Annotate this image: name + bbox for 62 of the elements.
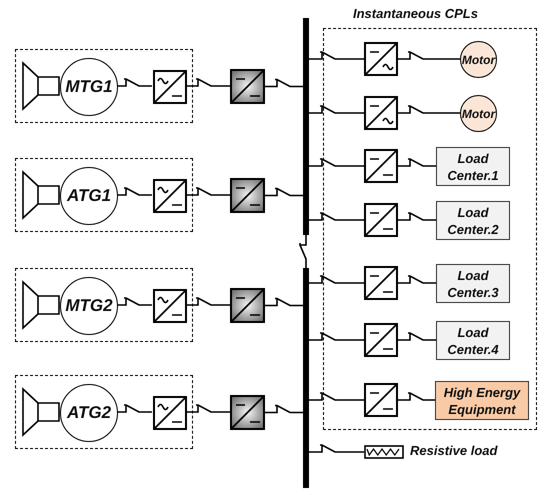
generator-circle: ATG1 (60, 167, 118, 225)
converter-box (364, 383, 398, 417)
connector-line (264, 298, 304, 306)
generator-group (15, 268, 193, 342)
load-box: Load Center.3 (436, 264, 510, 303)
bus-bar (303, 18, 309, 235)
converter-box (364, 203, 398, 237)
connector-line (185, 78, 231, 87)
connector-line (397, 212, 437, 221)
connector-line (308, 51, 365, 60)
load-box: Load Center.4 (436, 321, 510, 360)
connector-line (397, 105, 461, 114)
converter-box (364, 266, 398, 300)
converter-box (230, 395, 265, 430)
connector-line (116, 78, 153, 87)
connector-line (308, 105, 365, 114)
converter-box (153, 70, 187, 104)
converter-box (230, 288, 265, 323)
connector-line (308, 444, 365, 453)
connector-line (397, 275, 437, 284)
connector-line (397, 392, 436, 401)
connector-line (308, 158, 365, 167)
connector-line (308, 392, 365, 401)
connector-line (299, 234, 307, 269)
converter-box (364, 149, 398, 183)
connector-line (308, 275, 365, 284)
connector-line (397, 51, 461, 60)
connector-line (264, 78, 304, 88)
connector-line (264, 188, 304, 196)
connector-line (397, 332, 437, 341)
converter-box (364, 323, 398, 357)
connector-line (308, 212, 365, 221)
generator-group (15, 375, 193, 449)
generator-circle: ATG2 (60, 384, 118, 442)
converter-box (153, 396, 187, 430)
converter-box (364, 96, 398, 130)
converter-box (364, 42, 398, 76)
motor-circle: Motor (460, 95, 497, 132)
load-box: Load Center.1 (436, 147, 510, 186)
converter-box (153, 179, 187, 213)
generator-circle: MTG1 (60, 58, 118, 116)
group-title: Instantaneous CPLs (353, 6, 478, 21)
generator-group (15, 158, 193, 232)
load-box: Load Center.2 (436, 201, 510, 240)
generator-circle: MTG2 (60, 277, 118, 335)
bus-bar (303, 268, 309, 488)
connector-line (308, 332, 365, 341)
connector-line (185, 297, 231, 306)
connector-line (116, 297, 153, 306)
load-label: Resistive load (410, 443, 498, 458)
connector-line (116, 404, 153, 413)
converter-box (153, 289, 187, 323)
connector-line (116, 187, 153, 196)
converter-box (230, 178, 265, 213)
equipment-box: High Energy Equipment (435, 381, 529, 420)
connector-line (264, 404, 304, 414)
connector-line (397, 158, 437, 167)
connector-line (185, 187, 231, 196)
motor-circle: Motor (460, 41, 497, 78)
generator-group (15, 49, 193, 123)
converter-box (230, 69, 265, 104)
connector-line (185, 404, 231, 413)
